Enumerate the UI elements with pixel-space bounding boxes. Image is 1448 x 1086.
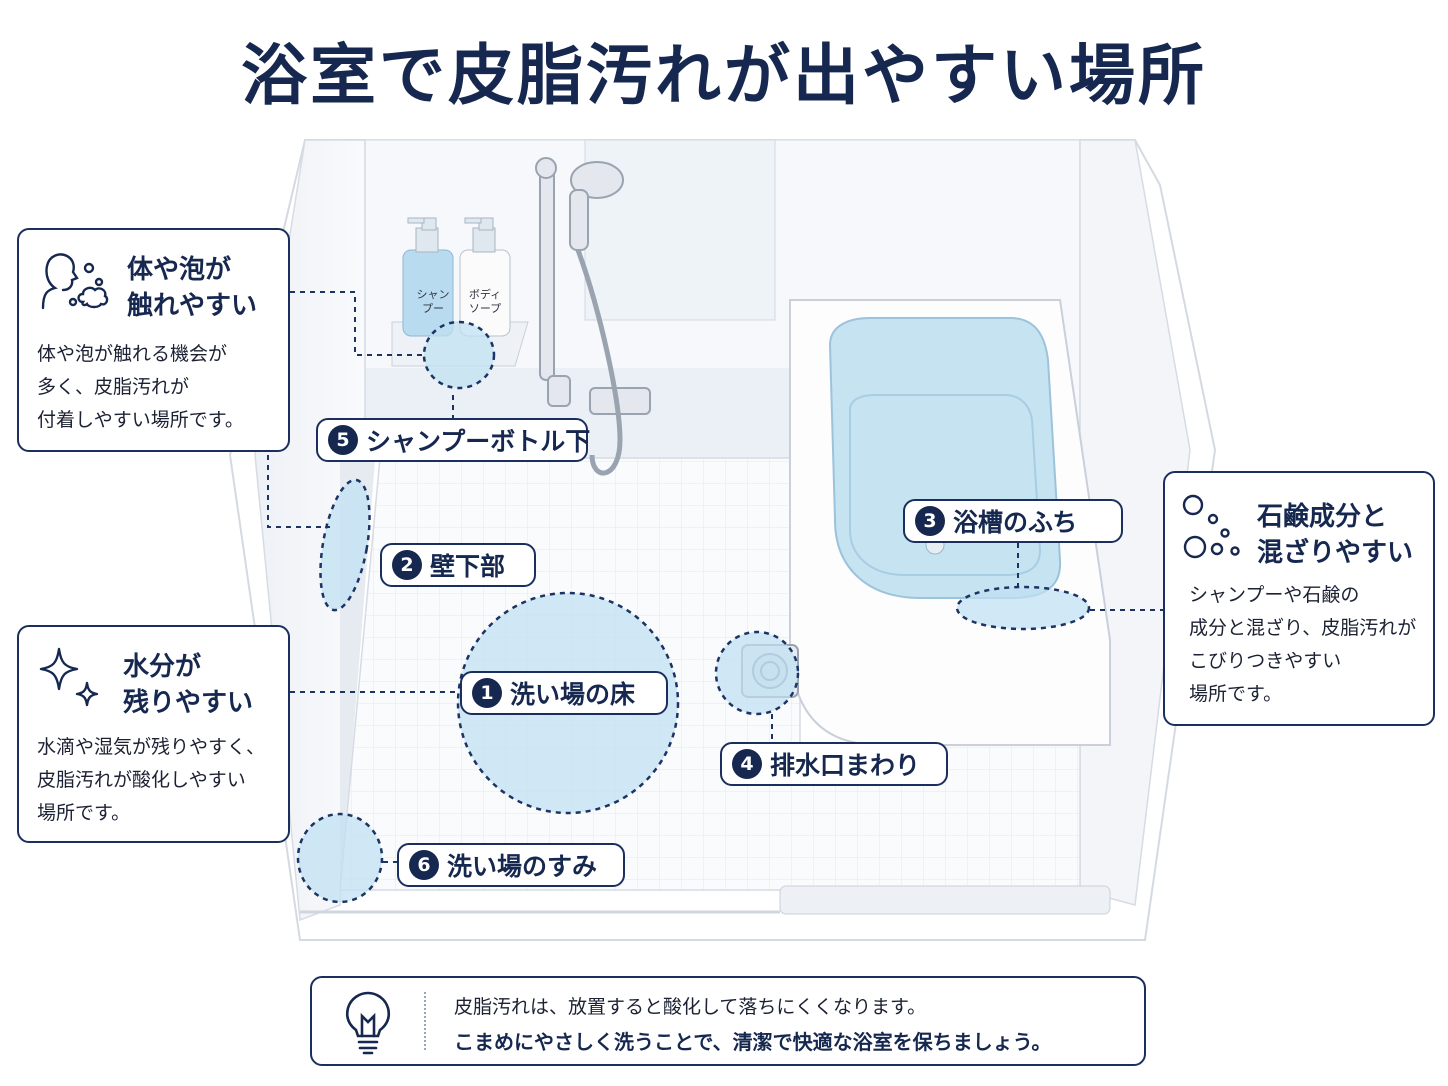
connector-lines (267, 291, 1165, 863)
label-lower-wall: 2 壁下部 (380, 543, 536, 587)
card-soap-mix: 石鹸成分と混ざりやすい シャンプーや石鹸の成分と混ざり、皮脂汚れがこびりつきやす… (1163, 471, 1435, 726)
label-corner: 6 洗い場のすみ (397, 843, 625, 887)
soap-bottle-label-1: ボディ (469, 287, 501, 301)
card-body: 水滴や湿気が残りやすく、皮脂汚れが酸化しやすい場所です。 (37, 736, 266, 824)
label-text: 洗い場の床 (510, 680, 636, 709)
shampoo-bottle-label-1: シャン (417, 288, 450, 301)
card-moisture: 水分が残りやすい 水滴や湿気が残りやすく、皮脂汚れが酸化しやすい場所です。 (17, 625, 290, 843)
card-body-foam: 体や泡が触れやすい 体や泡が触れる機会が多く、皮脂汚れが付着しやすい場所です。 (17, 228, 290, 452)
label-text: 排水口まわり (770, 751, 921, 780)
highlight-corner (296, 812, 384, 904)
label-drain: 4 排水口まわり (720, 742, 948, 786)
threshold (779, 885, 1111, 915)
label-text: シャンプーボトル下 (366, 427, 591, 456)
label-number: 6 (409, 850, 439, 880)
highlight-lower-wall (319, 478, 371, 612)
highlight-drain (714, 630, 800, 716)
highlight-bottle-base (422, 320, 496, 390)
label-number: 2 (392, 550, 422, 580)
shampoo-bottle (402, 217, 454, 337)
label-number: 3 (915, 506, 945, 536)
card-body: シャンプーや石鹸の成分と混ざり、皮脂汚れがこびりつきやすい場所です。 (1189, 584, 1417, 705)
soap-bottle-label-2: ソープ (469, 302, 501, 315)
label-number: 1 (472, 678, 502, 708)
card-body: 体や泡が触れる機会が多く、皮脂汚れが付着しやすい場所です。 (37, 343, 244, 431)
tip-box: 皮脂汚れは、放置すると酸化して落ちにくくなります。 こまめにやさしく洗うことで、… (310, 976, 1146, 1066)
tip-separator (424, 992, 426, 1050)
person-foam-icon (41, 253, 109, 310)
lightbulb-icon (345, 991, 391, 1055)
sparkle-icon (39, 647, 99, 707)
page-title: 浴室で皮脂汚れが出やすい場所 (241, 37, 1207, 114)
highlight-tub-rim (955, 585, 1091, 631)
label-washing-floor: 1 洗い場の床 (460, 671, 668, 715)
label-tub-rim: 3 浴槽のふち (903, 499, 1123, 543)
shampoo-bottle-label-2: プー (422, 302, 444, 315)
card-heading: 水分が残りやすい (123, 652, 254, 718)
label-text: 壁下部 (430, 552, 506, 581)
shower-fixture (535, 157, 651, 476)
tip-line-1: 皮脂汚れは、放置すると酸化して落ちにくくなります。 (454, 996, 927, 1018)
bubbles-icon (1182, 494, 1240, 559)
card-heading: 石鹸成分と混ざりやすい (1257, 502, 1414, 568)
card-heading: 体や泡が触れやすい (127, 255, 258, 321)
label-number: 4 (732, 749, 762, 779)
label-text: 浴槽のふち (953, 508, 1078, 537)
body-soap-bottle (459, 217, 511, 337)
tip-line-2: こまめにやさしく洗うことで、清潔で快適な浴室を保ちましょう。 (454, 1030, 1052, 1054)
label-number: 5 (328, 425, 358, 455)
tub-water (828, 317, 1062, 599)
label-bottle-base: 5 シャンプーボトル下 (316, 418, 591, 462)
label-text: 洗い場のすみ (447, 852, 598, 881)
